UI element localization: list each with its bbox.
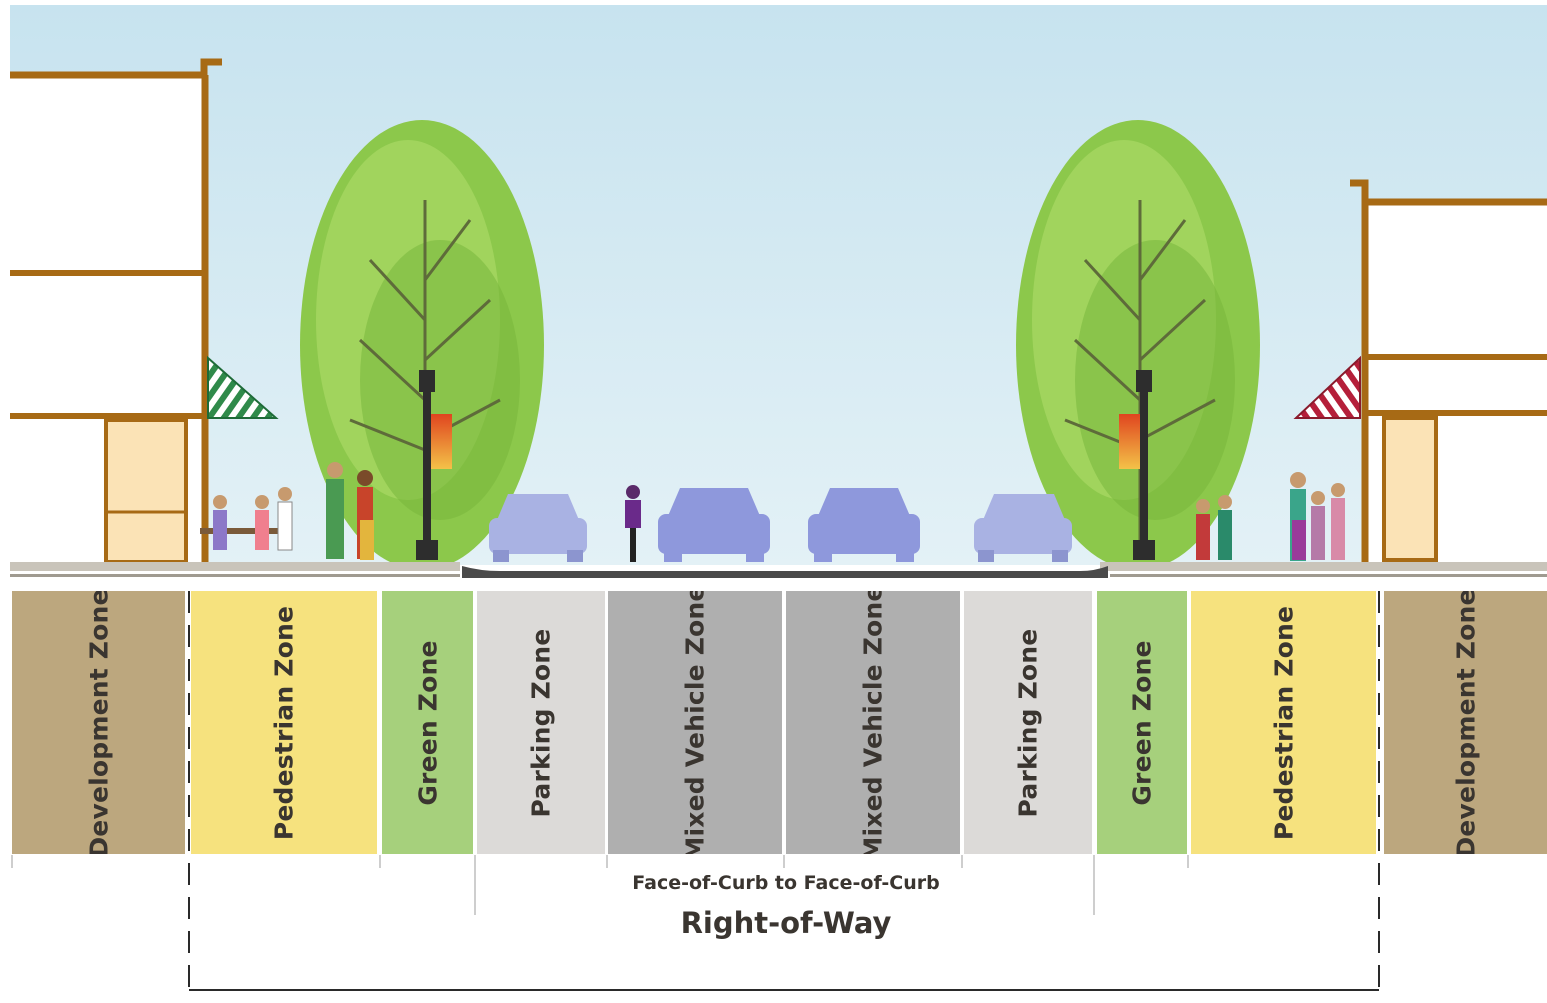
zone-label: Pedestrian Zone (269, 605, 299, 840)
building-right (1293, 179, 1547, 565)
building-left (10, 58, 279, 565)
zone-pedestrian-left: Pedestrian Zone (191, 591, 377, 854)
zone-pedestrian-right: Pedestrian Zone (1191, 591, 1376, 854)
sidewalk-left (10, 562, 460, 571)
tree-right (1016, 120, 1260, 570)
zone-mixed-vehicle-right: Mixed Vehicle Zone (786, 591, 960, 854)
face-of-curb-label: Face-of-Curb to Face-of-Curb (632, 872, 940, 894)
street-lamp-right (1119, 370, 1155, 560)
zone-label: Development Zone (84, 591, 113, 854)
zone-label: Development Zone (1451, 591, 1480, 854)
tree-left (300, 120, 544, 570)
car-moving-right (808, 488, 920, 562)
zone-label: Green Zone (1127, 639, 1157, 806)
curb-line-left (10, 574, 460, 577)
right-of-way-label: Right-of-Way (680, 906, 892, 940)
car-parked-left (489, 494, 587, 562)
zone-mixed-vehicle-left: Mixed Vehicle Zone (608, 591, 782, 854)
awning-right (1293, 355, 1361, 419)
dimension-lines (11, 591, 1380, 995)
zone-label: Green Zone (413, 639, 442, 806)
pedestrians-right (1196, 472, 1345, 561)
zone-label: Mixed Vehicle Zone (858, 591, 888, 854)
zone-green-right: Green Zone (1097, 591, 1187, 854)
awning-left (207, 355, 279, 419)
cyclist (625, 485, 641, 562)
zone-green-left: Green Zone (382, 591, 473, 854)
roadway (462, 566, 1108, 578)
zone-label: Parking Zone (1013, 628, 1043, 817)
curb-line-right (1110, 574, 1547, 577)
street-lamp-left (416, 370, 452, 560)
zone-parking-left: Parking Zone (477, 591, 605, 854)
sidewalk-right (1100, 562, 1547, 571)
pedestrians-left (200, 462, 374, 560)
zone-development-right: Development Zone (1384, 591, 1547, 854)
car-moving-left (658, 488, 770, 562)
zone-label: Parking Zone (526, 628, 556, 817)
sky (10, 5, 1547, 565)
zone-parking-right: Parking Zone (964, 591, 1092, 854)
zone-label: Pedestrian Zone (1269, 605, 1298, 840)
zone-label: Mixed Vehicle Zone (680, 591, 710, 854)
zone-development-left: Development Zone (12, 591, 185, 854)
car-parked-right (974, 494, 1072, 562)
